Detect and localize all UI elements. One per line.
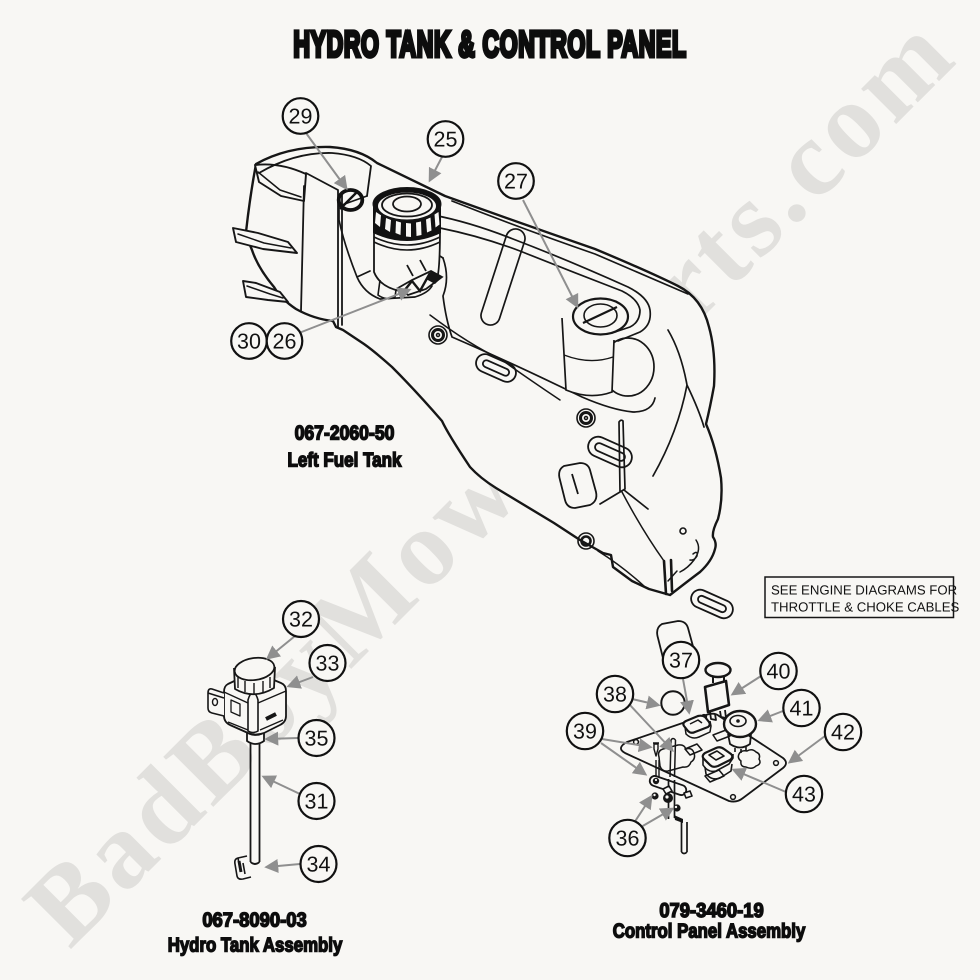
svg-text:41: 41 [790, 697, 814, 721]
svg-text:079-3460-19: 079-3460-19 [659, 900, 763, 922]
svg-text:THROTTLE & CHOKE CABLES: THROTTLE & CHOKE CABLES [771, 600, 960, 615]
svg-text:HYDRO TANK & CONTROL PANEL: HYDRO TANK & CONTROL PANEL [293, 24, 686, 65]
svg-text:37: 37 [669, 649, 693, 673]
svg-text:27: 27 [504, 170, 528, 194]
svg-text:35: 35 [305, 727, 329, 751]
svg-text:32: 32 [289, 608, 313, 632]
svg-text:Control Panel Assembly: Control Panel Assembly [613, 921, 806, 943]
svg-text:25: 25 [434, 128, 458, 152]
svg-text:31: 31 [305, 790, 329, 814]
svg-text:Left Fuel Tank: Left Fuel Tank [288, 450, 403, 472]
svg-text:38: 38 [603, 683, 627, 707]
svg-text:36: 36 [616, 827, 640, 851]
svg-text:33: 33 [316, 652, 340, 676]
svg-text:067-2060-50: 067-2060-50 [295, 423, 395, 445]
svg-text:43: 43 [792, 783, 816, 807]
svg-text:30: 30 [237, 330, 261, 354]
svg-text:SEE ENGINE DIAGRAMS FOR: SEE ENGINE DIAGRAMS FOR [771, 583, 957, 598]
svg-text:26: 26 [273, 330, 297, 354]
svg-text:Hydro Tank Assembly: Hydro Tank Assembly [168, 935, 343, 957]
svg-text:34: 34 [307, 853, 331, 877]
svg-text:42: 42 [831, 721, 855, 745]
svg-text:40: 40 [767, 660, 791, 684]
svg-text:067-8090-03: 067-8090-03 [202, 910, 306, 932]
svg-text:29: 29 [289, 105, 313, 129]
svg-text:39: 39 [573, 720, 597, 744]
